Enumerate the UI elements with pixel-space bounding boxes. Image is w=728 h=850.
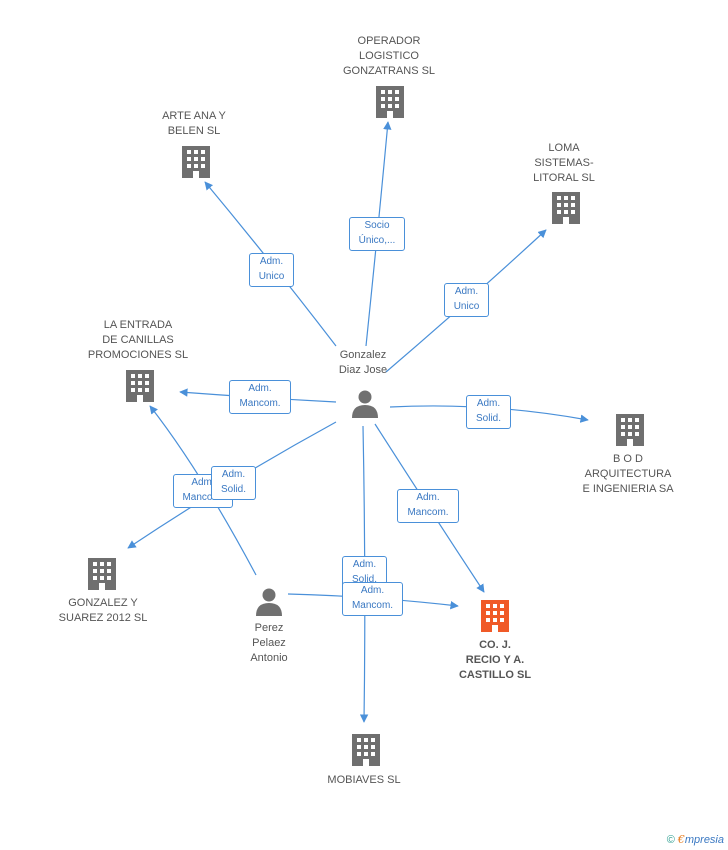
edge-label-adm-unico[interactable]: Adm. Unico [249,253,294,287]
person-label-gonzalez[interactable]: Gonzalez Diaz Jose [338,349,388,376]
edge-label-socio-unico[interactable]: Socio Único,... [349,217,405,251]
edge-label-adm-solid[interactable]: Adm. Solid. [211,466,256,500]
brand-e-icon: € [677,833,685,846]
building-icon-focus[interactable] [479,598,511,639]
edge-label-adm-mancom[interactable]: Adm. Mancom. [229,380,291,414]
building-icon[interactable] [550,190,582,231]
company-label-arte[interactable]: ARTE ANA Y BELEN SL [162,110,226,137]
person-icon[interactable] [254,586,284,621]
copyright-icon: © [666,834,675,846]
edge-label-adm-solid[interactable]: Adm. Solid. [466,395,511,429]
building-icon[interactable] [86,556,118,597]
building-icon[interactable] [350,732,382,773]
brand-logo: © €mpresia [667,833,724,846]
edge-label-adm-unico[interactable]: Adm. Unico [444,283,489,317]
building-icon[interactable] [180,144,212,185]
building-icon[interactable] [374,84,406,125]
company-label-recio[interactable]: CO. J. RECIO Y A. CASTILLO SL [458,639,532,681]
company-label-entrada[interactable]: LA ENTRADA DE CANILLAS PROMOCIONES SL [87,319,189,361]
building-icon[interactable] [124,368,156,409]
company-label-mobiaves[interactable]: MOBIAVES SL [327,774,401,786]
edge-label-adm-mancom[interactable]: Adm. Mancom. [342,582,403,616]
brand-name: mpresia [684,834,724,846]
company-label-gonzalez-suarez[interactable]: GONZALEZ Y SUAREZ 2012 SL [58,597,148,624]
building-icon[interactable] [614,412,646,453]
company-label-operador[interactable]: OPERADOR LOGISTICO GONZATRANS SL [342,35,436,77]
company-label-loma[interactable]: LOMA SISTEMAS- LITORAL SL [533,142,595,184]
person-label-perez[interactable]: Perez Pelaez Antonio [250,622,288,664]
edge-label-adm-mancom[interactable]: Adm. Mancom. [397,489,459,523]
person-icon[interactable] [350,388,380,423]
company-label-bod[interactable]: B O D ARQUITECTURA E INGENIERIA SA [582,453,674,495]
